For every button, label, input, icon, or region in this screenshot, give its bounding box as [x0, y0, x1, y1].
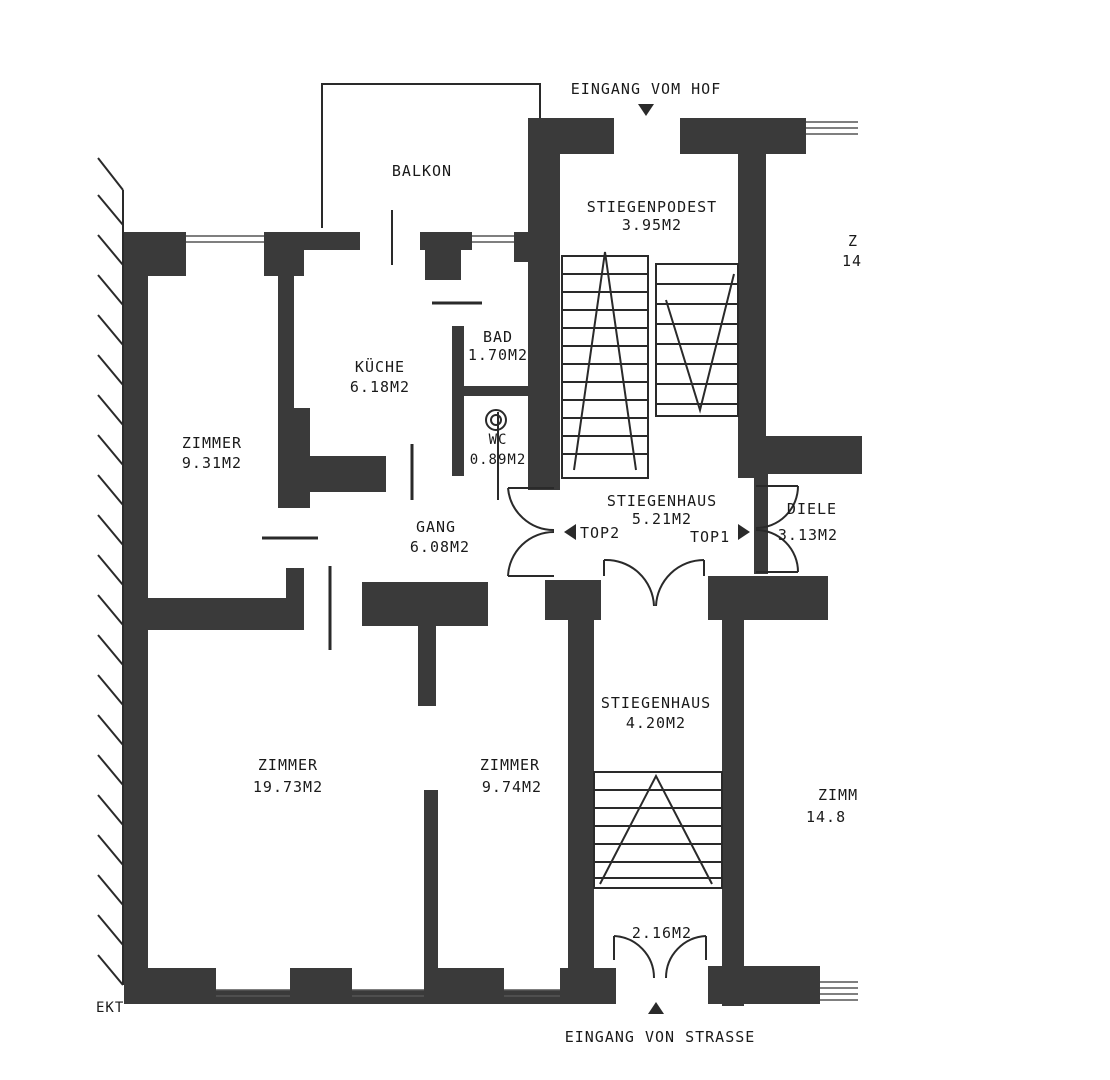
arrow-right-icon — [738, 524, 750, 540]
zimmer-a-area: 9.31M2 — [182, 454, 242, 472]
balcony-outline — [321, 83, 541, 265]
arrow-down-icon — [638, 104, 654, 116]
entrance-yard-label: EINGANG VOM HOF — [571, 80, 721, 98]
kueche-name: KÜCHE — [355, 357, 405, 376]
windows — [186, 121, 858, 1001]
gang-area: 6.08M2 — [410, 538, 470, 556]
toilet-icon — [485, 409, 507, 431]
lower-staircase — [593, 771, 723, 889]
zimmer-b-name: ZIMMER — [258, 756, 318, 774]
stiegenhaus-upper-area: 5.21M2 — [632, 510, 692, 528]
partial-room-bottom-name: ZIMM — [818, 786, 858, 804]
partial-room-top-area: 14 — [842, 252, 862, 270]
entrance-street-label: EINGANG VON STRASSE — [565, 1028, 756, 1046]
gang-name: GANG — [416, 518, 456, 536]
zimmer-c-name: ZIMMER — [480, 756, 540, 774]
arrow-up-icon — [648, 1002, 664, 1014]
diele-name: DIELE — [787, 500, 837, 518]
walls — [124, 118, 862, 1006]
arrow-left-icon — [564, 524, 576, 540]
top2-label: TOP2 — [580, 524, 620, 542]
stiegenhaus-lower-area: 4.20M2 — [626, 714, 686, 732]
direction-arrows — [564, 104, 750, 1014]
neighbour-wall-hatching — [97, 157, 124, 986]
diele-area: 3.13M2 — [778, 526, 838, 544]
room-labels: EINGANG VOM HOF BALKON STIEGENPODEST 3.9… — [96, 80, 862, 1046]
kueche-area: 6.18M2 — [350, 378, 410, 396]
partial-room-bottom-area: 14.8 — [806, 808, 846, 826]
partial-room-top-name: Z — [848, 232, 858, 250]
bad-area: 1.70M2 — [468, 346, 528, 364]
balkon-label: BALKON — [392, 162, 452, 180]
wc-area: 0.89M2 — [470, 452, 527, 468]
doors — [262, 301, 799, 979]
stiegenhaus-upper-name: STIEGENHAUS — [607, 492, 717, 510]
stiegenpodest-area: 3.95M2 — [622, 216, 682, 234]
vestibule-area: 2.16M2 — [632, 924, 692, 942]
upper-staircase — [561, 251, 739, 479]
zimmer-c-area: 9.74M2 — [482, 778, 542, 796]
bad-name: BAD — [483, 328, 513, 346]
stiegenpodest-name: STIEGENPODEST — [587, 198, 717, 216]
zimmer-b-area: 19.73M2 — [253, 778, 323, 796]
top1-label: TOP1 — [690, 528, 730, 546]
left-edge-label: EKT — [96, 1000, 124, 1016]
zimmer-a-name: ZIMMER — [182, 434, 242, 452]
stiegenhaus-lower-name: STIEGENHAUS — [601, 694, 711, 712]
page-margin — [862, 0, 1110, 1080]
wc-name: WC — [489, 432, 508, 448]
